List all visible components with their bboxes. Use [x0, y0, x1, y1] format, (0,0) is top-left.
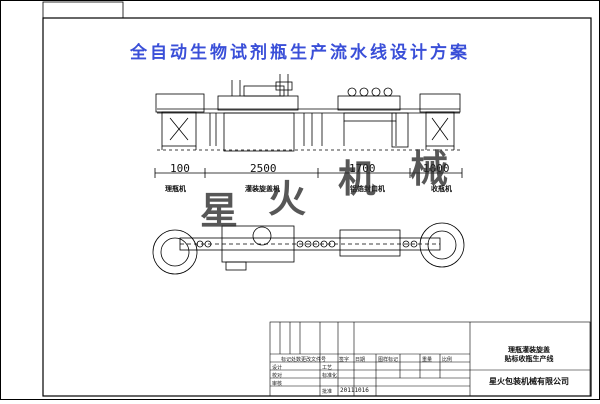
- line-title-1: 理瓶灌装旋盖: [508, 346, 550, 354]
- machine-label: 收瓶机: [431, 185, 452, 193]
- tb-label: 比例: [442, 357, 453, 363]
- plan-view: [152, 222, 465, 275]
- watermark-char: 械: [410, 146, 449, 191]
- tb-label: 重量: [422, 357, 433, 363]
- machine-label: 铝箔封口机: [350, 185, 385, 193]
- tb-label: 标记: [281, 357, 292, 363]
- tb-label: 更改文件号: [301, 357, 327, 363]
- dimension-label: 2500: [250, 162, 277, 175]
- title-block: [269, 321, 591, 397]
- line-title: 理瓶灌装旋盖 贴标收瓶生产线: [470, 346, 588, 364]
- tb-label: 日期: [355, 357, 366, 363]
- dimension-line: [154, 168, 463, 178]
- tb-label: 校对: [272, 373, 283, 379]
- tb-label: 工艺: [322, 365, 333, 371]
- elevation-view: [155, 74, 461, 152]
- line-title-2: 贴标收瓶生产线: [504, 355, 554, 363]
- watermark-char: 火: [268, 176, 307, 221]
- tb-label: 图样标记: [378, 357, 399, 363]
- machine-label: 理瓶机: [165, 185, 186, 193]
- tb-label: 标准化: [322, 373, 338, 379]
- dimension-label: 100: [170, 162, 190, 175]
- dimension-label: 1700: [349, 162, 376, 175]
- tb-label: 审核: [272, 381, 283, 387]
- company-name: 星火包装机械有限公司: [489, 377, 569, 386]
- dimension-label: 1000: [423, 162, 450, 175]
- watermark-char: 机: [338, 156, 377, 201]
- tb-label: 批准: [322, 389, 333, 395]
- drawing-date: 20111016: [340, 387, 369, 394]
- watermark-char: 星: [200, 188, 239, 233]
- tb-label: 签字: [339, 357, 350, 363]
- machine-label: 灌装旋盖机: [245, 185, 280, 193]
- tb-label: 处数: [291, 357, 302, 363]
- tb-label: 设计: [272, 365, 283, 371]
- drawing-title: 全自动生物试剂瓶生产流水线设计方案: [130, 43, 470, 63]
